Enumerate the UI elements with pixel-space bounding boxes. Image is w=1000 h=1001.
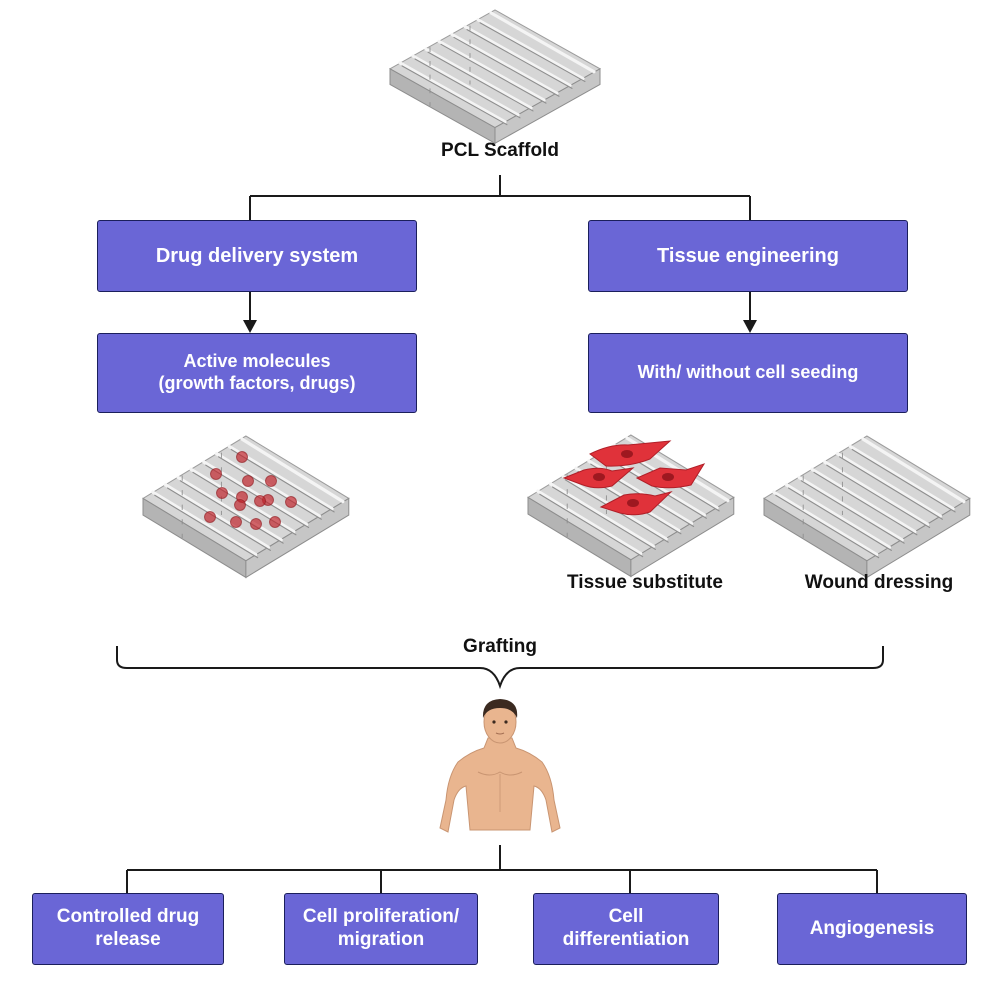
active-molecules-box: Active molecules (growth factors, drugs)	[97, 333, 417, 413]
outcome-1-line1: Controlled drug	[56, 906, 200, 928]
outcome-2-line2: migration	[337, 929, 425, 950]
seeded-cells	[562, 440, 706, 516]
drug-delivery-box: Drug delivery system	[97, 220, 417, 292]
active-molecules-line2: (growth factors, drugs)	[158, 373, 356, 393]
human-torso-icon	[439, 699, 561, 833]
grafting-label: Grafting	[463, 636, 537, 657]
wound-dressing-label: Wound dressing	[804, 572, 954, 593]
arrow-head-left	[243, 320, 257, 333]
drug-delivery-label: Drug delivery system	[155, 245, 359, 267]
arrow-head-right	[743, 320, 757, 333]
root-label: PCL Scaffold	[441, 140, 559, 161]
outcome-3-line2: differentiation	[562, 929, 690, 950]
outcome-angiogenesis: Angiogenesis	[777, 893, 967, 965]
tissue-substitute-label: Tissue substitute	[567, 572, 723, 593]
cell-seeding-label: With/ without cell seeding	[637, 362, 859, 383]
outcome-cell-proliferation: Cell proliferation/ migration	[284, 893, 478, 965]
active-molecules-line1: Active molecules	[183, 351, 331, 372]
tissue-engineering-label: Tissue engineering	[657, 245, 839, 267]
connector-lines	[126, 175, 878, 893]
outcome-1-line2: release	[95, 929, 161, 950]
cell-seeding-box: With/ without cell seeding	[588, 333, 908, 413]
drug-particles	[204, 451, 297, 530]
outcome-4-line1: Angiogenesis	[809, 917, 935, 939]
tissue-engineering-box: Tissue engineering	[588, 220, 908, 292]
outcome-controlled-drug-release: Controlled drug release	[32, 893, 224, 965]
outcome-2-line1: Cell proliferation/	[302, 906, 460, 928]
outcome-3-line1: Cell	[608, 906, 644, 928]
outcome-cell-differentiation: Cell differentiation	[533, 893, 719, 965]
plain-scaffold-icon	[762, 434, 972, 580]
scaffold-icon	[388, 8, 602, 145]
grafting-bracket	[116, 646, 884, 690]
